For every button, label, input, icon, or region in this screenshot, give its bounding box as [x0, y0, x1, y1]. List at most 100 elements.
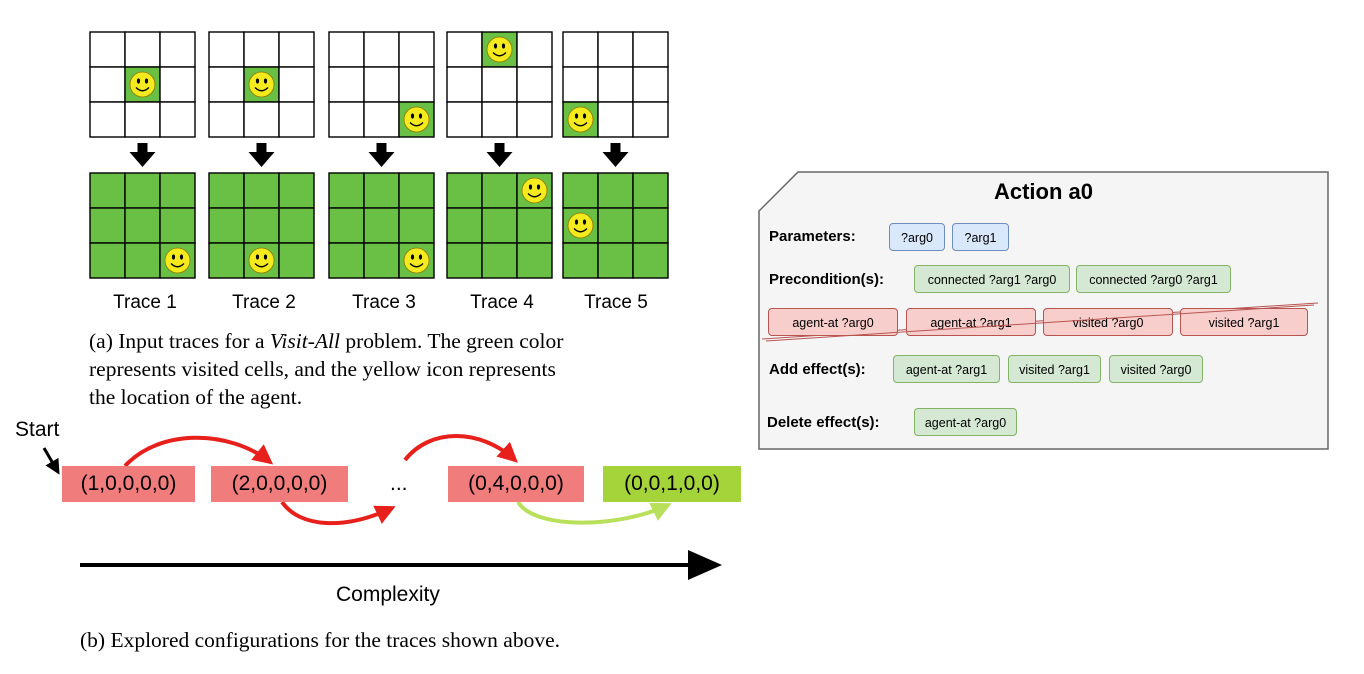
add-effect-chip: agent-at ?arg1	[893, 355, 1000, 383]
grid-cell	[278, 31, 315, 68]
grid-cell	[632, 31, 669, 68]
arrow-config2-to-ellipsis	[280, 500, 396, 525]
grid-cell	[516, 101, 553, 138]
grid-cell	[398, 66, 435, 103]
caption-a-line2: represents visited cells, and the yellow…	[89, 357, 556, 381]
grid-cell	[481, 242, 518, 279]
grid-cell	[632, 207, 669, 244]
grid-cell	[363, 101, 400, 138]
agent-smiley-icon	[403, 247, 430, 274]
grid-cell	[446, 172, 483, 209]
trace-4-after-grid	[446, 172, 553, 279]
grid-cell	[516, 31, 553, 68]
parameters-label: Parameters:	[769, 228, 856, 245]
param-chip: ?arg1	[952, 223, 1009, 251]
grid-cell	[208, 207, 245, 244]
trace-5-before-grid	[562, 31, 669, 138]
grid-cell	[243, 207, 280, 244]
start-label: Start	[15, 418, 60, 441]
grid-cell	[278, 242, 315, 279]
grid-cell	[243, 31, 280, 68]
complexity-label: Complexity	[336, 583, 440, 606]
removed-precondition-chip: agent-at ?arg1	[906, 308, 1036, 336]
grid-cell	[562, 31, 599, 68]
add-effect-chip: visited ?arg1	[1008, 355, 1101, 383]
grid-cell	[398, 207, 435, 244]
grid-cell	[597, 101, 634, 138]
grid-cell	[278, 207, 315, 244]
param-chip: ?arg0	[889, 223, 945, 251]
caption-a-line1: (a) Input traces for a Visit-All problem…	[89, 327, 563, 355]
grid-cell	[328, 172, 365, 209]
caption-a-line3: the location of the agent.	[89, 385, 303, 409]
trace-4-before-grid	[446, 31, 553, 138]
grid-cell	[363, 207, 400, 244]
action-title: Action a0	[993, 179, 1094, 204]
grid-cell	[632, 101, 669, 138]
grid-cell	[89, 101, 126, 138]
grid-cell	[89, 172, 126, 209]
agent-smiley-icon	[248, 247, 275, 274]
grid-cell	[597, 242, 634, 279]
grid-cell	[363, 66, 400, 103]
removed-precondition-chip: visited ?arg0	[1043, 308, 1173, 336]
down-arrow-icon	[368, 143, 395, 167]
grid-cell	[597, 31, 634, 68]
grid-cell	[363, 31, 400, 68]
grid-cell	[278, 66, 315, 103]
grid-cell	[243, 172, 280, 209]
agent-smiley-icon	[403, 106, 430, 133]
precondition-chip: connected ?arg0 ?arg1	[1076, 265, 1231, 293]
grid-cell	[278, 101, 315, 138]
grid-cell	[446, 242, 483, 279]
config-arrows	[42, 434, 722, 580]
trace-2-label: Trace 2	[232, 292, 296, 313]
config-ellipsis: ...	[390, 472, 408, 495]
trace-3-after-grid	[328, 172, 435, 279]
delete-effects-label: Delete effect(s):	[767, 414, 880, 431]
strike-through-overlay	[765, 304, 1315, 342]
add-effects-label: Add effect(s):	[769, 361, 866, 378]
agent-smiley-icon	[567, 106, 594, 133]
arrow-config3-to-config4	[516, 500, 672, 525]
grid-cell	[89, 242, 126, 279]
start-pointer-arrow	[42, 447, 60, 475]
trace-1-label: Trace 1	[113, 292, 177, 313]
agent-smiley-icon	[129, 71, 156, 98]
down-arrow-icon	[602, 143, 629, 167]
trace-1-after-grid	[89, 172, 196, 279]
caption-a-italic: Visit-All	[269, 329, 340, 353]
agent-smiley-icon	[164, 247, 191, 274]
arrow-config1-to-config2	[123, 435, 274, 468]
config-box-2: (2,0,0,0,0)	[211, 466, 348, 502]
grid-cell	[481, 207, 518, 244]
grid-cell	[481, 66, 518, 103]
grid-cell	[516, 207, 553, 244]
grid-cell	[208, 31, 245, 68]
grid-cell	[632, 242, 669, 279]
down-arrow-icon	[129, 143, 156, 167]
trace-5-after-grid	[562, 172, 669, 279]
grid-cell	[516, 242, 553, 279]
grid-cell	[328, 242, 365, 279]
traces-diagram	[89, 31, 669, 279]
trace-4-label: Trace 4	[470, 292, 534, 313]
down-arrow-icon	[486, 143, 513, 167]
add-effect-chip: visited ?arg0	[1109, 355, 1203, 383]
agent-smiley-icon	[521, 177, 548, 204]
config-box-4: (0,0,1,0,0)	[603, 466, 741, 502]
trace-1-before-grid	[89, 31, 196, 138]
config-box-1: (1,0,0,0,0)	[62, 466, 195, 502]
removed-precondition-chip: visited ?arg1	[1180, 308, 1308, 336]
agent-smiley-icon	[567, 212, 594, 239]
grid-cell	[562, 172, 599, 209]
grid-cell	[159, 66, 196, 103]
grid-cell	[159, 101, 196, 138]
arrow-ellipsis-to-config3	[403, 434, 518, 463]
complexity-axis-head	[688, 550, 722, 580]
grid-cell	[124, 242, 161, 279]
down-arrow-icon	[248, 143, 275, 167]
grid-cell	[632, 66, 669, 103]
agent-smiley-icon	[248, 71, 275, 98]
trace-2-after-grid	[208, 172, 315, 279]
